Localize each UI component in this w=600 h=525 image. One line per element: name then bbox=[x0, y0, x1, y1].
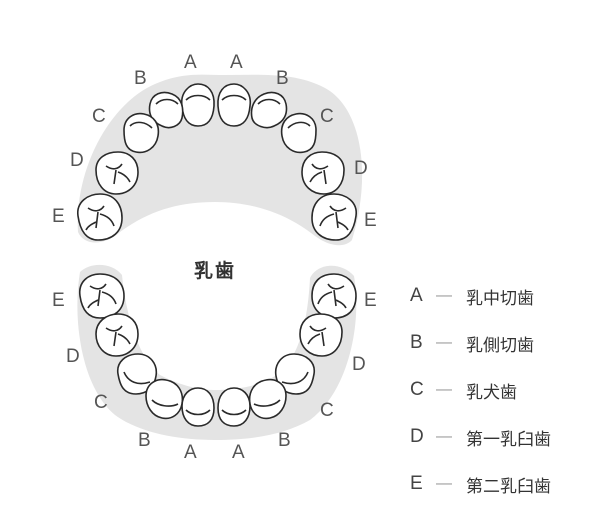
label-upper-right-a: A bbox=[230, 52, 243, 73]
legend-letter: B bbox=[410, 332, 423, 353]
lower-teeth bbox=[78, 273, 357, 427]
upper-right-central-incisor bbox=[217, 83, 252, 127]
legend-letter: D bbox=[410, 426, 424, 447]
lower-right-lateral-incisor bbox=[248, 378, 287, 420]
legend-name: 乳側切歯 bbox=[466, 335, 534, 356]
legend-item-d: D — 第一乳臼歯 bbox=[410, 425, 595, 450]
legend-name: 第一乳臼歯 bbox=[466, 429, 551, 450]
upper-left-central-incisor bbox=[180, 83, 215, 127]
label-lower-right-a: A bbox=[232, 442, 245, 463]
lower-left-second-molar bbox=[78, 273, 125, 319]
label-lower-left-a: A bbox=[184, 442, 197, 463]
legend-name: 第二乳臼歯 bbox=[466, 476, 551, 497]
legend-letter: E bbox=[410, 473, 423, 494]
label-lower-right-c: C bbox=[320, 400, 334, 421]
upper-left-first-molar bbox=[95, 151, 139, 195]
upper-tooth-labels: A A B B C C D D E E bbox=[52, 52, 377, 231]
legend-item-e: E — 第二乳臼歯 bbox=[410, 472, 595, 497]
diagram-title: 乳歯 bbox=[194, 259, 236, 282]
label-upper-right-b: B bbox=[276, 68, 289, 89]
label-lower-right-b: B bbox=[278, 430, 291, 451]
upper-right-second-molar bbox=[311, 193, 357, 241]
legend-name: 乳犬歯 bbox=[466, 382, 517, 403]
label-upper-left-d: D bbox=[70, 150, 84, 171]
lower-left-canine bbox=[116, 353, 158, 395]
legend-letter: C bbox=[410, 379, 424, 400]
legend-name: 乳中切歯 bbox=[466, 288, 534, 309]
label-upper-right-e: E bbox=[364, 210, 377, 231]
legend-letter: A bbox=[410, 285, 423, 306]
label-upper-left-e: E bbox=[52, 206, 65, 227]
lower-left-central-incisor bbox=[181, 387, 215, 427]
legend-dash: — bbox=[436, 475, 452, 492]
label-lower-left-b: B bbox=[138, 430, 151, 451]
label-lower-left-e: E bbox=[52, 290, 65, 311]
label-upper-right-d: D bbox=[354, 158, 368, 179]
legend-item-b: B — 乳側切歯 bbox=[410, 331, 595, 356]
lower-right-central-incisor bbox=[217, 387, 251, 427]
legend-dash: — bbox=[436, 334, 452, 351]
label-lower-right-d: D bbox=[352, 354, 366, 375]
lower-left-lateral-incisor bbox=[145, 378, 184, 420]
legend-item-a: A — 乳中切歯 bbox=[410, 284, 595, 309]
upper-left-second-molar bbox=[77, 193, 123, 241]
upper-right-first-molar bbox=[301, 151, 345, 195]
label-upper-left-b: B bbox=[134, 68, 147, 89]
lower-left-first-molar bbox=[95, 313, 139, 357]
lower-right-first-molar bbox=[299, 313, 343, 357]
lower-right-second-molar bbox=[311, 273, 357, 319]
legend-dash: — bbox=[436, 381, 452, 398]
label-lower-left-d: D bbox=[66, 346, 80, 367]
legend: A — 乳中切歯 B — 乳側切歯 C — 乳犬歯 D — 第一乳臼歯 E — … bbox=[410, 284, 595, 519]
lower-right-canine bbox=[274, 353, 316, 395]
upper-right-lateral-incisor bbox=[250, 91, 288, 129]
legend-dash: — bbox=[436, 287, 452, 304]
upper-teeth bbox=[77, 83, 357, 241]
label-lower-right-e: E bbox=[364, 290, 377, 311]
label-upper-left-a: A bbox=[184, 52, 197, 73]
upper-right-canine bbox=[280, 112, 317, 154]
label-upper-left-c: C bbox=[92, 106, 106, 127]
label-upper-right-c: C bbox=[320, 106, 334, 127]
legend-item-c: C — 乳犬歯 bbox=[410, 378, 595, 403]
legend-dash: — bbox=[436, 428, 452, 445]
label-lower-left-c: C bbox=[94, 392, 108, 413]
upper-left-canine bbox=[123, 112, 160, 154]
lower-tooth-labels: E E D D C C B B A A bbox=[52, 290, 377, 463]
